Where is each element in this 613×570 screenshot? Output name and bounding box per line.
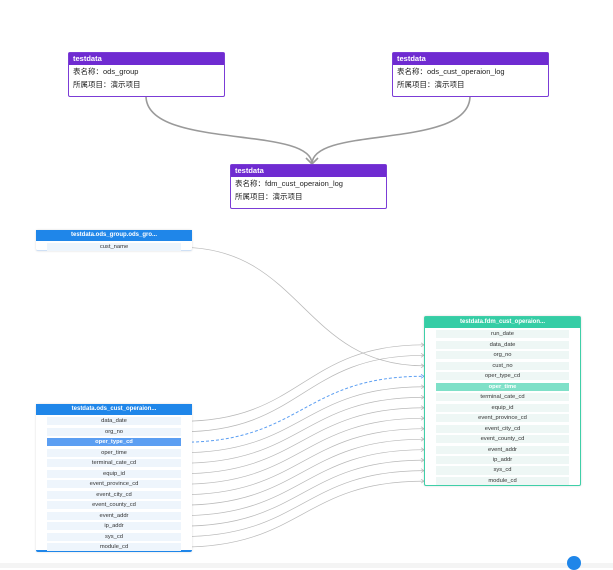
field-data-date[interactable]: data_date	[436, 340, 569, 349]
column-link-ip-addr	[180, 459, 425, 527]
field-oper-time[interactable]: oper_time	[436, 382, 569, 391]
field-sys-cd[interactable]: sys_cd	[47, 532, 181, 541]
field-event-province-cd[interactable]: event_province_cd	[436, 414, 569, 423]
column-link-event-county-cd	[180, 438, 425, 506]
field-event-addr[interactable]: event_addr	[47, 511, 181, 520]
field-oper-type-cd[interactable]: oper_type_cd	[47, 438, 181, 447]
column-node-title: testdata.fdm_cust_operaion...	[425, 317, 580, 328]
field-event-province-cd[interactable]: event_province_cd	[47, 480, 181, 489]
field-event-city-cd[interactable]: event_city_cd	[47, 490, 181, 499]
table-node-ods-group[interactable]: testdata 表名称：ods_group 所属项目：演示项目	[68, 52, 225, 97]
project-label: 所属项目：演示项目	[73, 80, 141, 89]
table-link-ods-group	[145, 95, 313, 165]
column-link-terminal-cate-cd	[180, 396, 425, 464]
horizontal-scrollbar[interactable]	[0, 563, 613, 568]
column-link-module-cd	[180, 480, 425, 548]
field-oper-type-cd[interactable]: oper_type_cd	[436, 372, 569, 381]
column-link-event-addr	[180, 449, 425, 517]
field-org-no[interactable]: org_no	[47, 427, 181, 436]
table-node-fdm-cust-operaion-log[interactable]: testdata 表名称：fdm_cust_operaion_log 所属项目：…	[230, 164, 387, 209]
field-equip-id[interactable]: equip_id	[436, 403, 569, 412]
table-link-ods-cust	[311, 95, 471, 165]
column-link-cust-no	[180, 246, 425, 367]
table-node-db: testdata	[69, 53, 224, 65]
help-icon[interactable]	[567, 556, 581, 570]
field-sys-cd[interactable]: sys_cd	[436, 466, 569, 475]
column-link-oper-time	[180, 386, 425, 454]
table-name-label: 表名称：ods_cust_operaion_log	[397, 67, 505, 76]
field-terminal-cate-cd[interactable]: terminal_cate_cd	[436, 393, 569, 402]
field-cust-no[interactable]: cust_no	[436, 361, 569, 370]
column-link-oper-type-cd	[180, 375, 425, 443]
field-ip-addr[interactable]: ip_addr	[47, 522, 181, 531]
field-ip-addr[interactable]: ip_addr	[436, 456, 569, 465]
field-module-cd[interactable]: module_cd	[436, 476, 569, 486]
field-module-cd[interactable]: module_cd	[47, 543, 181, 552]
field-list: cust_name	[36, 243, 192, 252]
column-link-event-city-cd	[180, 428, 425, 496]
column-node-ods-group[interactable]: testdata.ods_group.ods_gro... cust_name	[36, 230, 192, 252]
column-link-data-date	[180, 344, 425, 422]
column-link-org-no	[180, 354, 425, 433]
table-node-ods-cust-operaion-log[interactable]: testdata 表名称：ods_cust_operaion_log 所属项目：…	[392, 52, 549, 97]
column-link-sys-cd	[180, 470, 425, 538]
field-cust-name[interactable]: cust_name	[47, 243, 181, 252]
field-event-county-cd[interactable]: event_county_cd	[436, 435, 569, 444]
project-label: 所属项目：演示项目	[397, 80, 465, 89]
field-event-city-cd[interactable]: event_city_cd	[436, 424, 569, 433]
table-name-label: 表名称：fdm_cust_operaion_log	[235, 179, 343, 188]
column-link-event-province-cd	[180, 417, 425, 485]
field-terminal-cate-cd[interactable]: terminal_cate_cd	[47, 459, 181, 468]
field-run-date[interactable]: run_date	[436, 330, 569, 339]
field-event-addr[interactable]: event_addr	[436, 445, 569, 454]
field-oper-time[interactable]: oper_time	[47, 448, 181, 457]
column-links	[180, 246, 425, 548]
field-event-county-cd[interactable]: event_county_cd	[47, 501, 181, 510]
field-equip-id[interactable]: equip_id	[47, 469, 181, 478]
column-node-title: testdata.ods_cust_operaion...	[36, 404, 192, 415]
column-node-title: testdata.ods_group.ods_gro...	[36, 230, 192, 241]
table-node-db: testdata	[393, 53, 548, 65]
table-node-db: testdata	[231, 165, 386, 177]
table-name-label: 表名称：ods_group	[73, 67, 139, 76]
field-org-no[interactable]: org_no	[436, 351, 569, 360]
project-label: 所属项目：演示项目	[235, 192, 303, 201]
field-data-date[interactable]: data_date	[47, 417, 181, 426]
column-link-equip-id	[180, 407, 425, 475]
